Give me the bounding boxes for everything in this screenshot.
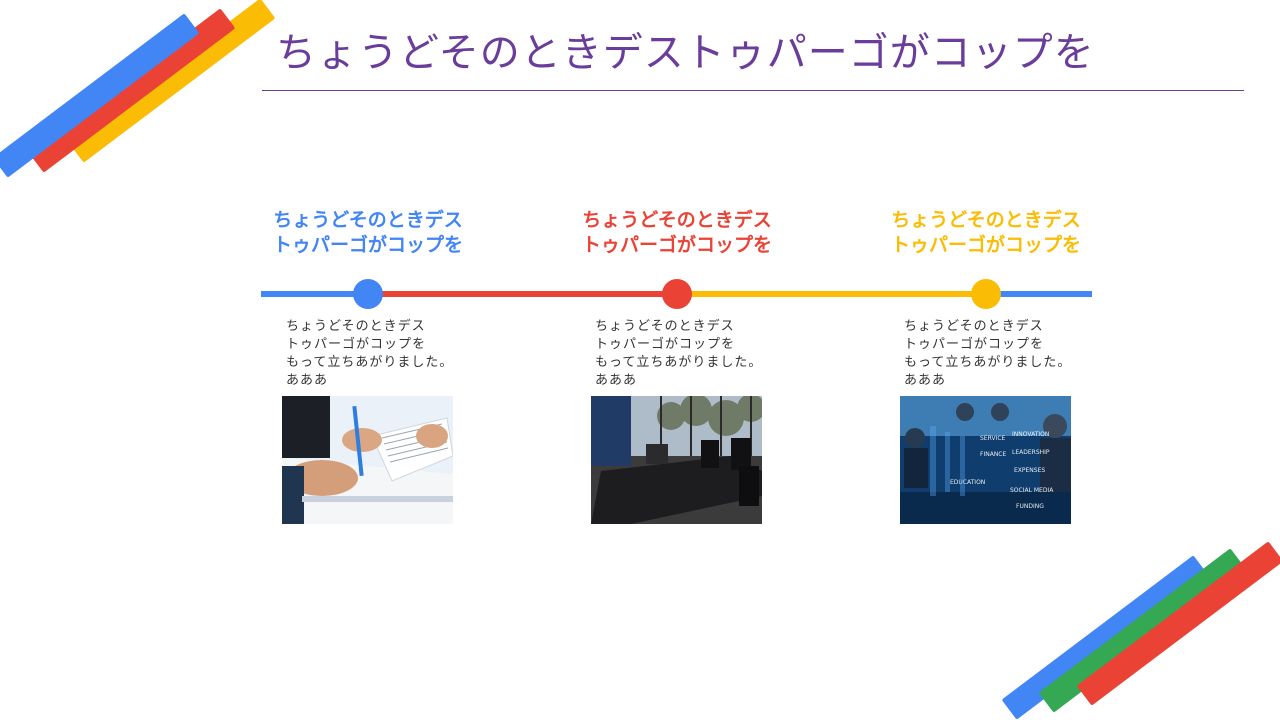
image-word: INNOVATION [1012,431,1049,438]
body-line: ちょうどそのときデス [595,319,735,334]
image-word: LEADERSHIP [1012,449,1050,456]
timeline-dot-2 [662,279,692,309]
title-divider [262,90,1244,91]
timeline-dot-3 [971,279,1001,309]
image-word: SERVICE [980,435,1006,442]
image-word: FUNDING [1016,503,1044,510]
body-line: トゥパーゴがコップを [595,337,736,352]
image-word: EXPENSES [1014,467,1045,474]
timeline-segment-red [368,291,677,297]
body-line: ちょうどそのときデス [286,319,426,334]
timeline-heading-1: ちょうどそのときデス トゥパーゴがコップを [248,208,488,258]
body-line: ちょうどそのときデス [904,319,1044,334]
timeline-body-3: ちょうどそのときデス トゥパーゴがコップを もって立ちあがりました。 あああ [904,318,1104,390]
photo-business-documents [282,396,453,524]
body-line: あああ [904,373,947,388]
decor-stripe-green-bottom [1038,548,1246,713]
image-word: FINANCE [980,451,1006,458]
body-line: もって立ちあがりました。 [904,355,1072,370]
timeline-heading-2: ちょうどそのときデス トゥパーゴがコップを [557,208,797,258]
timeline-heading-3: ちょうどそのときデス トゥパーゴがコップを [866,208,1106,258]
body-line: もって立ちあがりました。 [595,355,763,370]
image-word: EDUCATION [950,479,985,486]
timeline-segment-blue-start [261,291,368,297]
timeline-segment-yellow [677,291,986,297]
body-line: あああ [595,373,638,388]
heading-line: トゥパーゴがコップを [272,234,463,256]
body-line: あああ [286,373,329,388]
photo-business-digital: INNOVATION SERVICE LEADERSHIP FINANCE EX… [900,396,1071,524]
body-line: もって立ちあがりました。 [286,355,454,370]
heading-line: ちょうどそのときデス [273,209,463,231]
decor-stripe-red-top [28,8,236,173]
body-line: トゥパーゴがコップを [904,337,1045,352]
page-title: ちょうどそのときデストゥパーゴがコップを [276,30,1095,76]
timeline-body-2: ちょうどそのときデス トゥパーゴがコップを もって立ちあがりました。 あああ [595,318,795,390]
heading-line: ちょうどそのときデス [891,209,1081,231]
timeline-body-1: ちょうどそのときデス トゥパーゴがコップを もって立ちあがりました。 あああ [286,318,486,390]
photo-conference-room [591,396,762,524]
timeline-dot-1 [353,279,383,309]
heading-line: ちょうどそのときデス [582,209,772,231]
heading-line: トゥパーゴがコップを [581,234,772,256]
heading-line: トゥパーゴがコップを [890,234,1081,256]
body-line: トゥパーゴがコップを [286,337,427,352]
image-word: SOCIAL MEDIA [1010,487,1054,494]
timeline-segment-blue-end [986,291,1092,297]
